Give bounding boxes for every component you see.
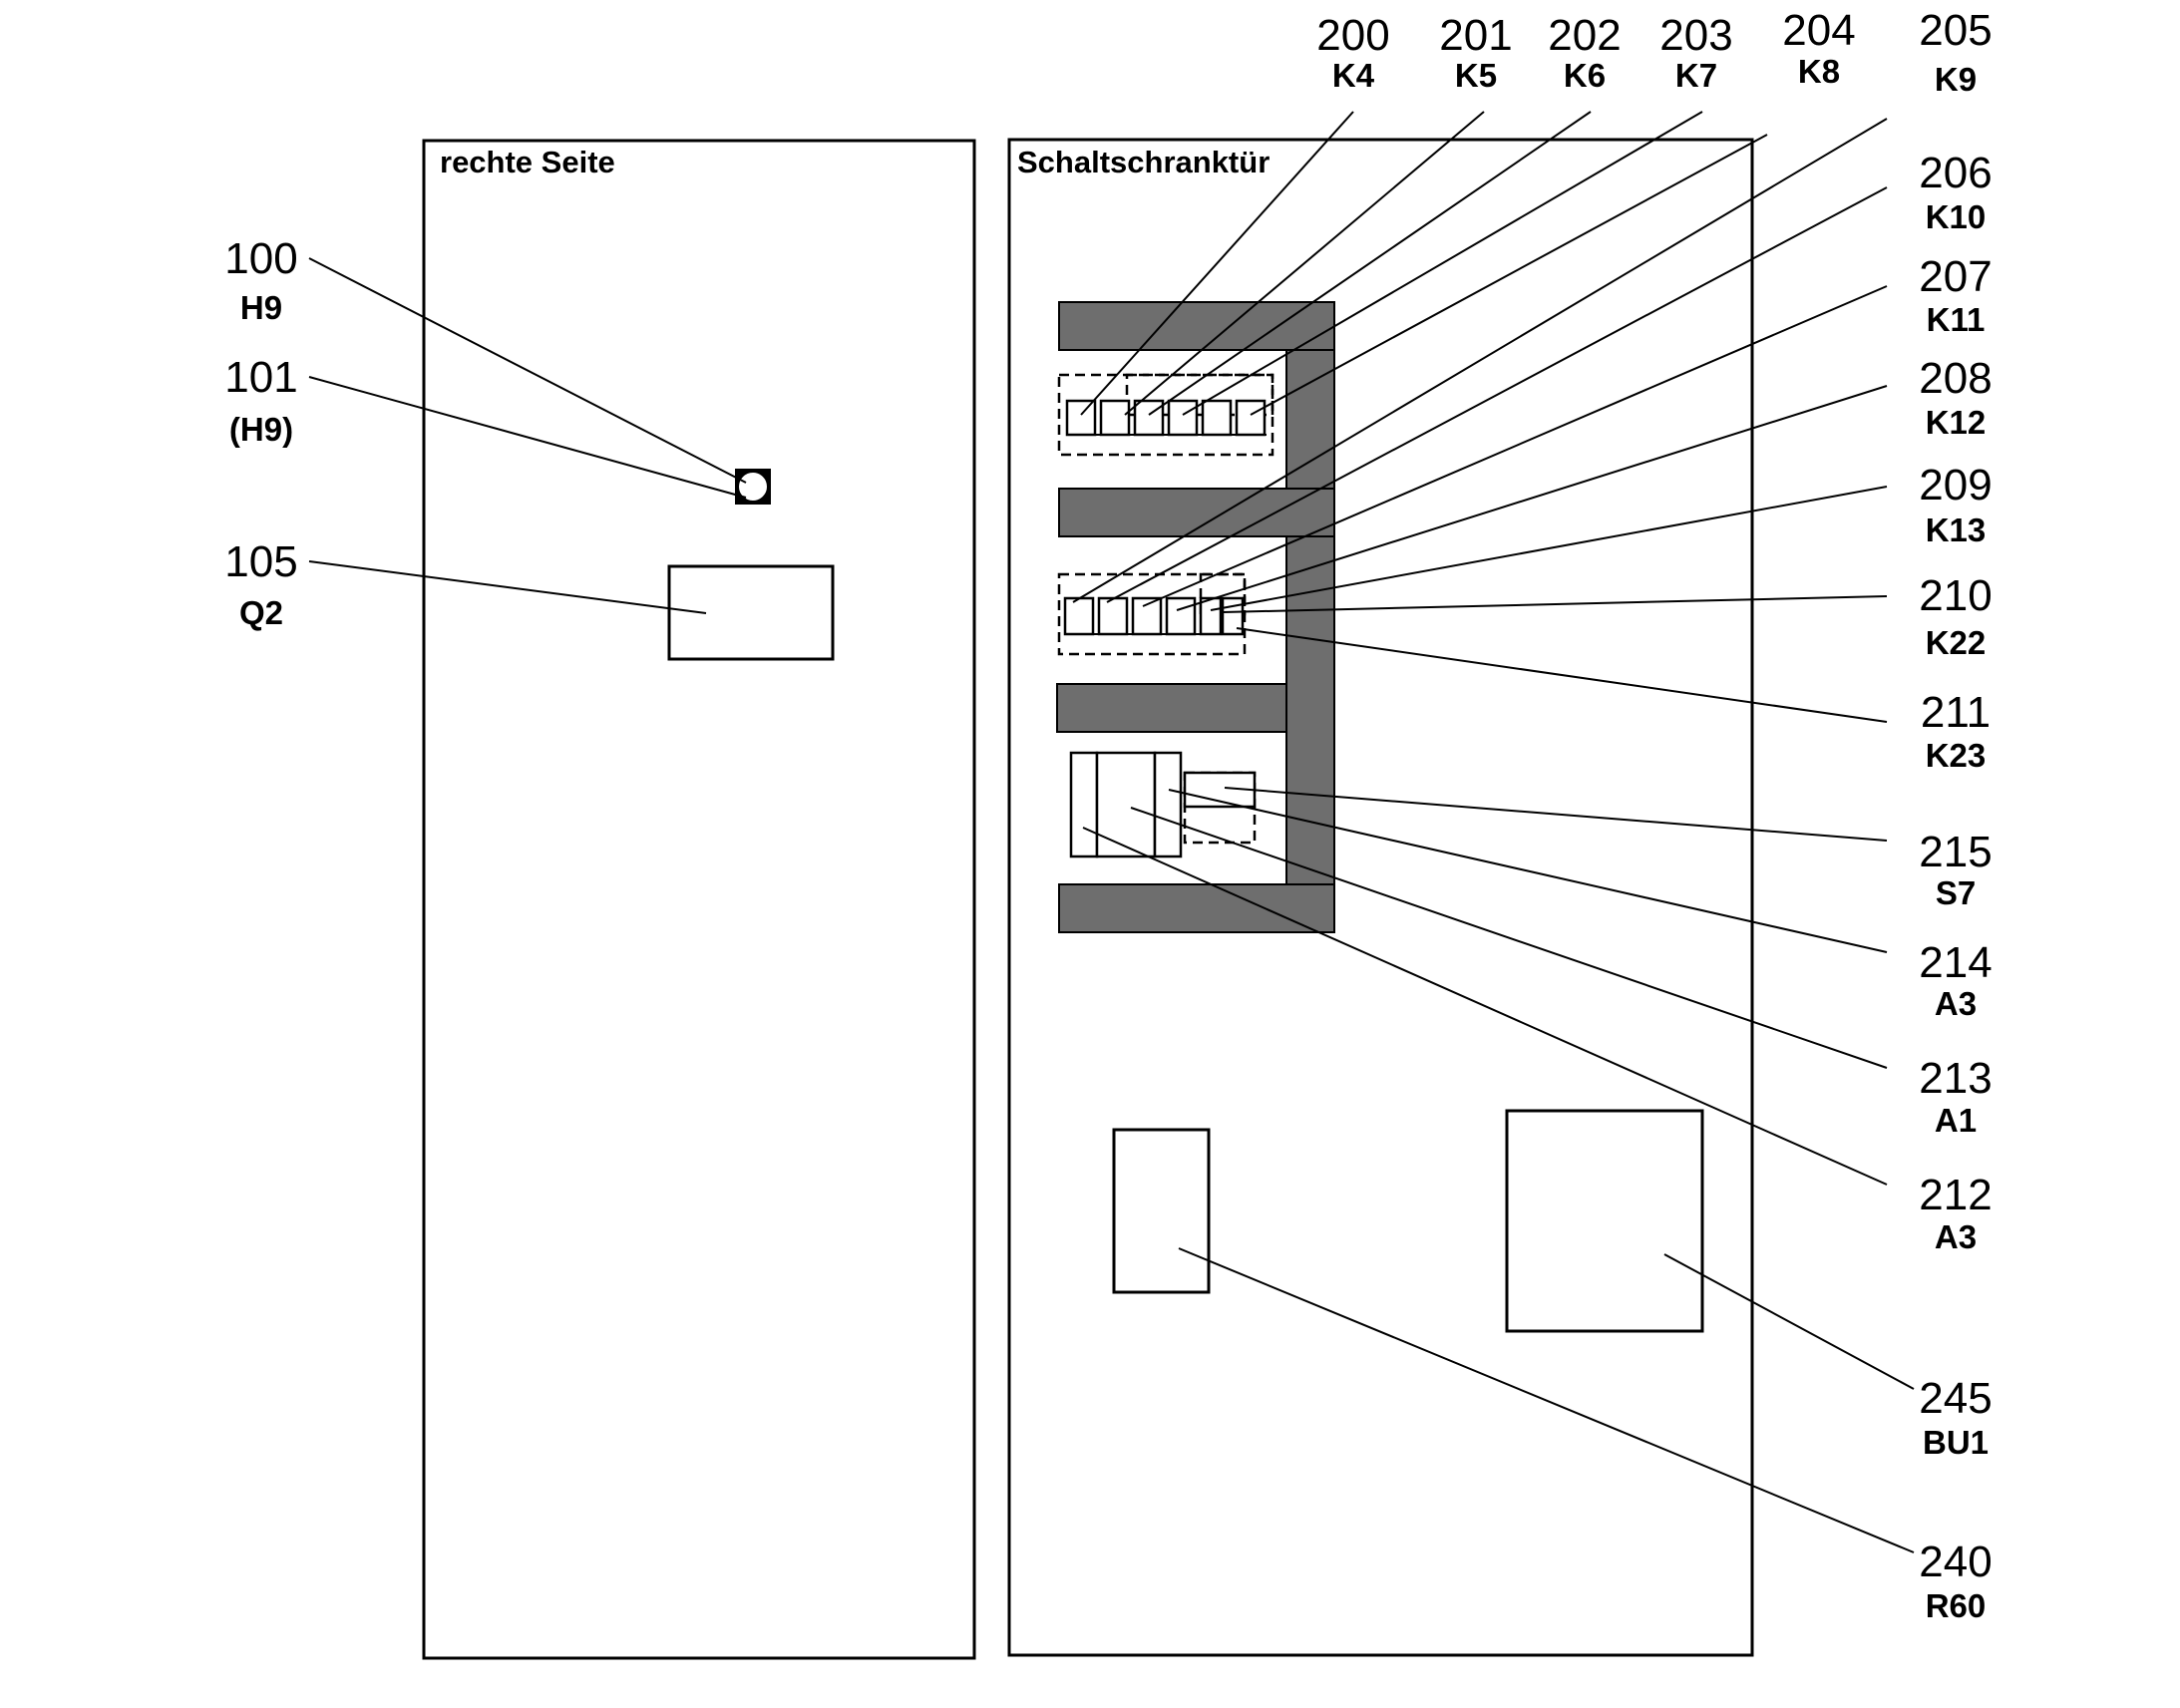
- label-105-code: Q2: [239, 594, 283, 631]
- leader-240: [1178, 1247, 1915, 1553]
- label-213-code: A1: [1935, 1102, 1977, 1139]
- leader-215: [1224, 787, 1888, 842]
- switch-q2: [667, 564, 835, 661]
- label-200-code: K4: [1332, 57, 1375, 94]
- leader-213: [1130, 807, 1888, 1069]
- label-211-num: 211: [1921, 688, 1991, 737]
- module-a3-left: [1069, 751, 1099, 858]
- socket-bu1: [1505, 1109, 1704, 1333]
- leader-203: [1182, 111, 1703, 416]
- label-203-num: 203: [1659, 11, 1732, 60]
- leader-206: [1106, 186, 1888, 603]
- label-208-num: 208: [1919, 354, 1992, 403]
- label-212-num: 212: [1919, 1171, 1992, 1219]
- label-215-code: S7: [1936, 874, 1976, 911]
- relay-k5: [1099, 399, 1131, 437]
- label-211-code: K23: [1926, 737, 1987, 774]
- label-100-num: 100: [224, 234, 297, 283]
- relay-k13: [1165, 596, 1197, 636]
- panel-cabinet-door-title: Schaltschranktür: [1017, 145, 1270, 179]
- label-206-num: 206: [1919, 149, 1992, 197]
- rail-vertical: [1285, 301, 1335, 933]
- leader-200: [1080, 111, 1354, 416]
- label-209-code: K13: [1926, 512, 1987, 548]
- label-200-num: 200: [1316, 11, 1389, 60]
- label-202-num: 202: [1548, 11, 1621, 60]
- label-204-num: 204: [1782, 6, 1855, 55]
- label-205-code: K9: [1935, 61, 1977, 98]
- leader-207: [1142, 285, 1888, 607]
- relay-k4: [1065, 399, 1097, 437]
- resistor-r60: [1112, 1128, 1211, 1294]
- panel-right-side-title: rechte Seite: [440, 145, 615, 179]
- leader-204: [1250, 134, 1768, 416]
- leader-105: [308, 560, 707, 614]
- label-101-num: 101: [224, 353, 297, 402]
- label-212-code: A3: [1935, 1218, 1977, 1255]
- label-214-code: A3: [1935, 985, 1977, 1022]
- label-210-num: 210: [1919, 571, 1992, 620]
- relay-group-1: [1057, 373, 1274, 457]
- leader-209: [1210, 486, 1888, 611]
- label-206-code: K10: [1926, 198, 1987, 235]
- label-210-code: K22: [1926, 624, 1987, 661]
- leader-212: [1082, 827, 1888, 1186]
- label-201-num: 201: [1439, 11, 1512, 60]
- rail-4: [1058, 883, 1335, 933]
- relay-k11: [1097, 596, 1129, 636]
- relay-k7: [1167, 399, 1199, 437]
- label-208-code: K12: [1926, 404, 1987, 441]
- module-a1: [1095, 751, 1157, 858]
- label-214-num: 214: [1919, 938, 1992, 987]
- label-207-code: K11: [1927, 301, 1986, 338]
- leader-208: [1176, 385, 1888, 611]
- label-215-num: 215: [1919, 828, 1992, 876]
- relay-group-2: [1057, 572, 1247, 656]
- label-201-code: K5: [1455, 57, 1497, 94]
- label-207-num: 207: [1919, 252, 1992, 301]
- relay-k9: [1235, 399, 1267, 437]
- label-209-num: 209: [1919, 461, 1992, 510]
- label-203-code: K7: [1675, 57, 1717, 94]
- label-240-code: R60: [1926, 1587, 1987, 1624]
- leader-245: [1663, 1253, 1915, 1390]
- module-a3-right: [1153, 751, 1183, 858]
- lamp-h9: [737, 471, 769, 503]
- label-101-code: (H9): [229, 411, 293, 448]
- leader-100: [308, 257, 747, 484]
- label-100-code: H9: [240, 289, 282, 326]
- leader-205: [1072, 118, 1888, 603]
- leader-202: [1148, 111, 1592, 416]
- label-245-code: BU1: [1923, 1424, 1989, 1461]
- relay-k6: [1133, 399, 1165, 437]
- label-205-num: 205: [1919, 6, 1992, 55]
- panel-right-side: [422, 139, 976, 1660]
- relay-k10: [1063, 596, 1095, 636]
- leader-211: [1236, 627, 1888, 723]
- label-105-num: 105: [224, 537, 297, 586]
- label-240-num: 240: [1919, 1537, 1992, 1586]
- rail-1: [1058, 301, 1335, 351]
- label-245-num: 245: [1919, 1374, 1992, 1423]
- leader-201: [1124, 111, 1485, 416]
- leader-210: [1222, 595, 1888, 613]
- leader-214: [1168, 789, 1888, 953]
- leader-101: [308, 376, 747, 499]
- relay-k22: [1199, 596, 1223, 636]
- label-204-code: K8: [1798, 53, 1840, 90]
- label-213-num: 213: [1919, 1054, 1992, 1103]
- rail-3: [1056, 683, 1287, 733]
- relay-k8: [1201, 399, 1233, 437]
- label-202-code: K6: [1564, 57, 1606, 94]
